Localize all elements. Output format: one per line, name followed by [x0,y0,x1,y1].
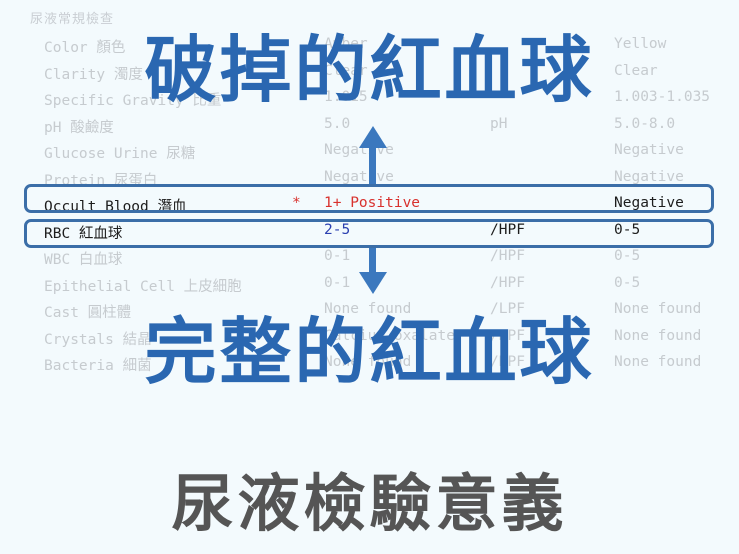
row-value: 5.0 [324,115,351,132]
row-name: Specific Gravity 比重 [44,93,222,109]
row-reference: None found [614,354,702,370]
row-name: Cast 圓柱體 [44,305,132,321]
row-unit: /HPF [490,327,525,344]
row-reference: 1.003-1.035 [614,89,711,105]
row-name: Bacteria 細菌 [44,358,152,374]
occult-blood-highlight-box [24,184,714,213]
row-value: Clear [324,62,368,79]
row-name: pH 酸鹼度 [44,119,114,136]
row-value: Negative [324,168,394,185]
table-row: pH 酸鹼度 5.0 pH 5.0-8.0 [44,113,724,139]
row-reference: 0-5 [614,274,641,291]
row-unit: /HPF [490,354,525,370]
row-unit: /HPF [490,248,525,264]
row-name: WBC 白血球 [44,252,123,268]
table-row: RBC 紅血球 2-5/HPF 0-5 [44,219,724,245]
arrow-up-icon [359,126,387,148]
row-reference: Negative [614,142,684,158]
table-row: Epithelial Cell 上皮細胞 0-1/HPF 0-5 [44,272,724,298]
row-value: None found [324,301,412,317]
row-name: Epithelial Cell 上皮細胞 [44,278,242,295]
row-reference: 0-5 [614,221,641,238]
row-name: Crystals 結晶 [44,331,152,348]
table-row: Clarity 濁度 Clear Clear [44,60,724,86]
row-unit: /HPF [490,274,525,291]
row-reference: Yellow [614,36,667,52]
row-name: Glucose Urine 尿糖 [44,146,196,162]
row-value: 1+ Positive [324,195,421,211]
row-flag: * [292,195,301,211]
table-row: Cast 圓柱體 None found/LPF None found [44,298,724,324]
row-name: Clarity 濁度 [44,66,143,83]
row-value: Calcium oxalate [324,327,455,344]
table-row: Color 顏色 Amber Yellow [44,33,724,59]
row-value: None found [324,354,412,370]
row-value: 0-1 [324,274,351,291]
arrow-down-icon [359,272,387,294]
table-row: Bacteria 細菌 None found/HPF None found [44,351,724,377]
row-reference: 5.0-8.0 [614,115,676,132]
row-reference: Negative [614,168,684,185]
row-reference: None found [614,301,702,317]
table-row: Crystals 結晶 Calcium oxalate/HPF None found [44,325,724,351]
row-value: 0-1 [324,248,351,264]
row-value: 2-5 [324,221,351,238]
row-reference: Negative [614,195,684,211]
row-unit: pH [490,115,508,132]
arrow-down-shaft [369,248,376,274]
footer-title: 尿液檢驗意義 [171,467,568,540]
row-name: Color 顏色 [44,40,126,56]
arrow-up-shaft [369,146,376,184]
top-caption: 破掉的紅血球 [144,28,595,112]
row-reference: None found [614,327,702,344]
table-row: WBC 白血球 0-1/HPF 0-5 [44,245,724,271]
row-unit: /LPF [490,301,525,317]
row-value: 1.015 [324,89,368,105]
rbc-highlight-box [24,219,714,248]
row-unit: /HPF [490,221,525,238]
row-name: RBC 紅血球 [44,225,123,242]
row-value: Amber [324,36,368,52]
bottom-caption: 完整的紅血球 [144,310,595,394]
report-title: 尿液常規檢查 [30,12,115,27]
table-row: Specific Gravity 比重 1.015 1.003-1.035 [44,86,724,112]
row-reference: Clear [614,62,658,79]
row-reference: 0-5 [614,248,641,264]
